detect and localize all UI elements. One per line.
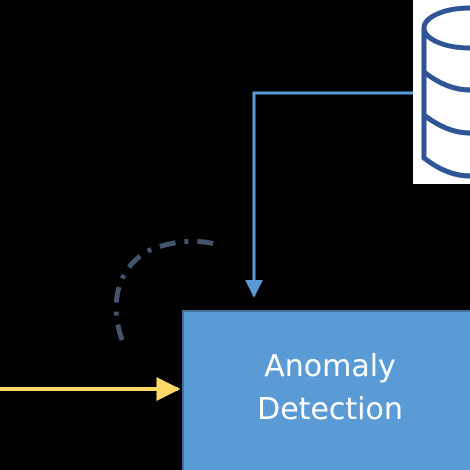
anomaly-detection-box [182, 310, 470, 470]
database-bottom-curve [421, 155, 470, 179]
database-icon [413, 0, 470, 184]
anomaly-detection-label: Anomaly Detection [257, 349, 403, 427]
feedback-loop-arc [113, 238, 223, 341]
database-band-2 [421, 112, 470, 136]
database-to-detection-connector [245, 91, 413, 298]
database-band-1 [421, 69, 470, 93]
